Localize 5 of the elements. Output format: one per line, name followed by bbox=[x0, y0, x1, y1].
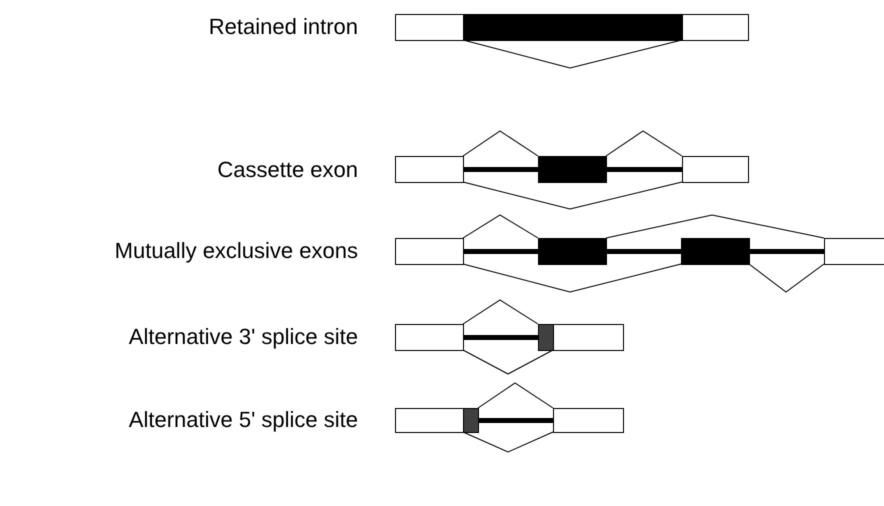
row-label: Retained intron bbox=[208, 14, 358, 40]
row-label: Cassette exon bbox=[217, 157, 358, 183]
row-label: Mutually exclusive exons bbox=[114, 238, 358, 264]
row-label: Alternative 3' splice site bbox=[128, 324, 358, 350]
row-label: Alternative 5' splice site bbox=[128, 407, 358, 433]
